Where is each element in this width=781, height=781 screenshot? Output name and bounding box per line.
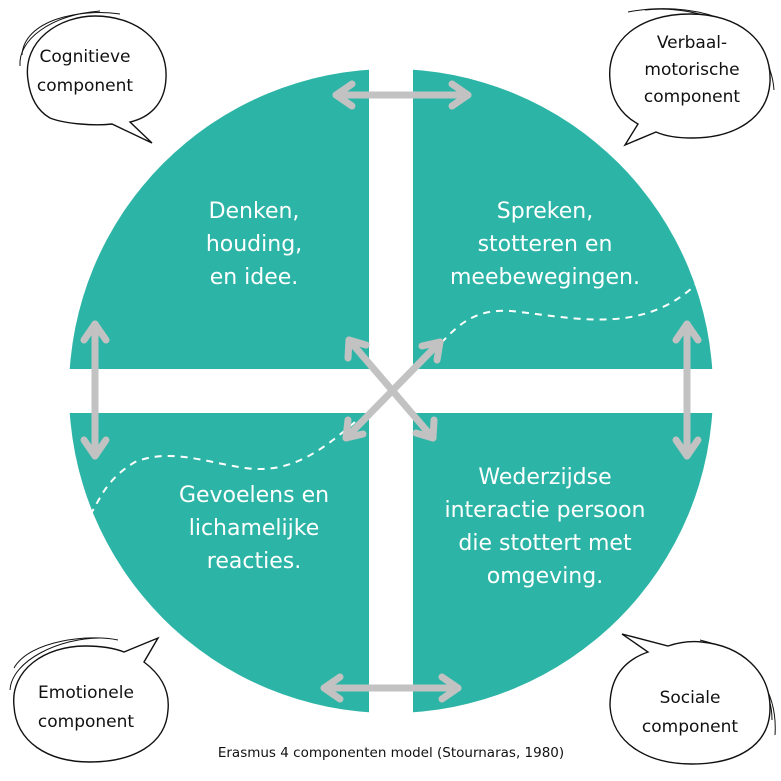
bubble-cognitive-line-2: component <box>37 76 134 96</box>
text-cognitive-line-3: en idee. <box>210 265 299 290</box>
text-verbal-motor-line-3: meebewegingen. <box>450 265 640 290</box>
bubble-emotional-line-2: component <box>38 712 135 732</box>
bubble-emotional: Emotionele component <box>9 636 169 763</box>
bubble-emotional-line-1: Emotionele <box>38 683 134 703</box>
quadrant-social <box>413 413 713 713</box>
text-cognitive-line-2: houding, <box>206 232 302 257</box>
caption: Erasmus 4 componenten model (Stournaras,… <box>218 745 564 761</box>
text-social: Wederzijdse interactie persoon die stott… <box>445 465 646 589</box>
text-social-line-1: Wederzijdse <box>478 465 611 490</box>
text-cognitive: Denken, houding, en idee. <box>206 199 302 290</box>
dashed-wave-upper-right <box>431 281 699 353</box>
bubble-social-line-1: Sociale <box>660 688 721 708</box>
text-social-line-3: die stottert met <box>458 531 632 556</box>
bubble-social: Sociale component <box>609 633 776 765</box>
text-emotional: Gevoelens en lichamelijke reacties. <box>179 483 329 574</box>
bubble-verbal-motor: Verbaal- motorische component <box>609 8 775 147</box>
bubble-social-line-2: component <box>642 717 739 737</box>
text-emotional-line-1: Gevoelens en <box>179 483 329 508</box>
quadrant-cognitive <box>69 69 369 369</box>
arrow-right-vertical <box>672 320 702 460</box>
text-social-line-4: omgeving. <box>487 564 603 589</box>
text-emotional-line-3: reacties. <box>207 549 301 574</box>
quadrant-emotional <box>69 413 369 713</box>
arrow-bottom-horizontal <box>320 673 462 703</box>
arrow-diagonal-tr-bl <box>342 338 444 442</box>
text-verbal-motor: Spreken, stotteren en meebewegingen. <box>450 199 640 290</box>
bubble-cognitive-line-1: Cognitieve <box>40 47 131 67</box>
text-emotional-line-2: lichamelijke <box>189 516 320 541</box>
text-verbal-motor-line-2: stotteren en <box>478 232 613 257</box>
bubble-cognitive: Cognitieve component <box>19 10 167 144</box>
arrow-left-vertical <box>80 320 110 460</box>
text-cognitive-line-1: Denken, <box>209 199 300 224</box>
quadrant-verbal-motor <box>413 69 713 369</box>
arrow-top-horizontal <box>332 80 472 110</box>
bubble-verbal-motor-line-3: component <box>644 87 741 107</box>
text-social-line-2: interactie persoon <box>445 498 646 523</box>
bubble-verbal-motor-line-2: motorische <box>644 60 739 80</box>
text-verbal-motor-line-1: Spreken, <box>497 199 593 224</box>
dashed-wave-lower-left <box>89 421 356 516</box>
bubble-verbal-motor-line-1: Verbaal- <box>657 33 727 53</box>
